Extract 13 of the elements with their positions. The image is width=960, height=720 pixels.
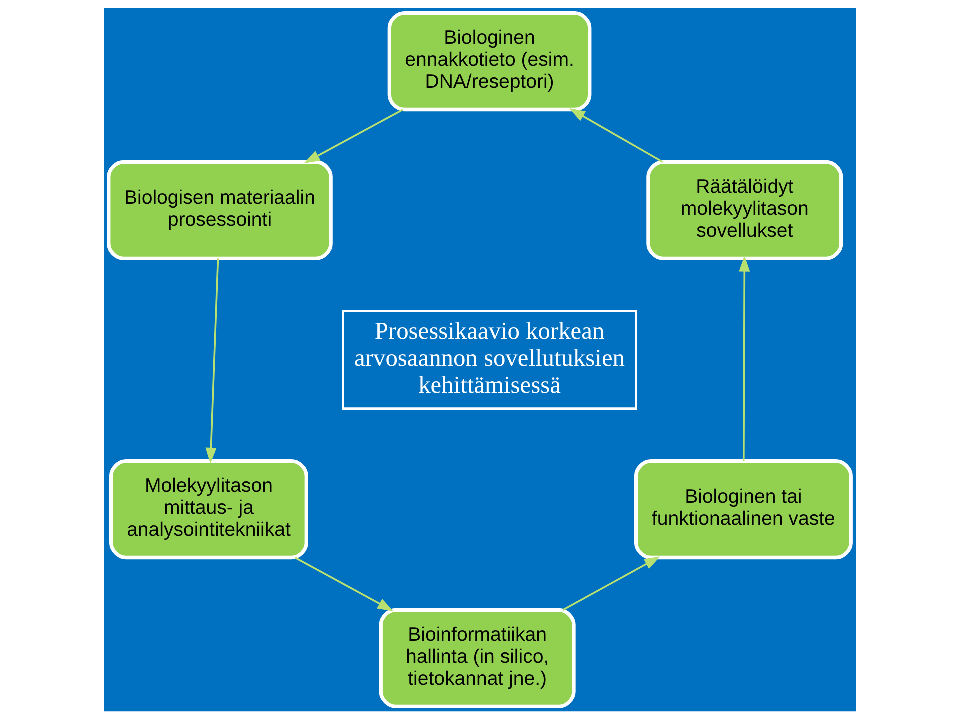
arrow [295,557,394,612]
node-box: Molekyylitason mittaus- ja analysointitekniikat [110,460,308,560]
node-box: Biologinen ennakkotieto (esim. DNA/reseptori) [388,11,592,112]
arrow [570,108,664,163]
arrow [562,556,660,611]
node-box: Bioinformatiikan hallinta (in silico, tietokannat jne.) [379,608,576,709]
arrow [739,256,750,462]
node-box: Biologisen materiaalin prosessointi [107,160,333,260]
node-box: Prosessikaavio korkean arvosaannon sovellutuksien kehittämisessä [342,310,638,410]
arrow [304,109,404,164]
arrow [206,258,220,464]
node-box: Räätälöidyt molekyylitason sovellukset [646,160,844,260]
node-box: Biologinen tai funktionaalinen vaste [634,460,853,560]
